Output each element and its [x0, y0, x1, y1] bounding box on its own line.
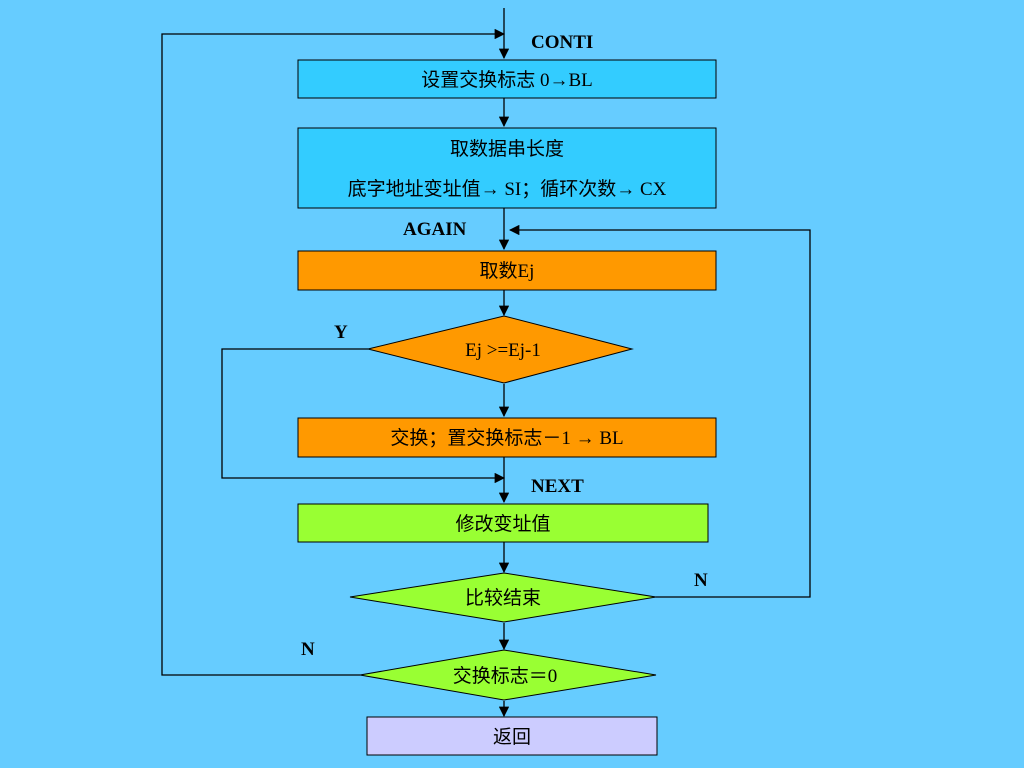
modify-addr-box	[297, 503, 709, 543]
set-flag-box	[297, 59, 717, 99]
swap-text: 交换；置交换标志－1 → BL	[390, 427, 623, 449]
conti-label: CONTI	[531, 32, 593, 53]
yes-branch-line	[221, 348, 506, 484]
compare-end-diamond	[349, 572, 657, 623]
flag-zero-diamond	[359, 649, 657, 701]
set-flag-text: 设置交换标志 0→BL	[421, 69, 593, 91]
get-ej-text: 取数Ej	[480, 260, 535, 282]
return-box	[366, 716, 658, 756]
get-length-text-line2: 底字地址变址值→ SI；循环次数→ CX	[348, 178, 667, 200]
return-text: 返回	[493, 726, 531, 748]
compare-text: Ej >=Ej-1	[465, 340, 541, 361]
modify-addr-text: 修改变址值	[455, 513, 550, 535]
yes-label: Y	[334, 322, 348, 343]
get-length-box	[297, 127, 717, 209]
compare-diamond	[367, 315, 634, 384]
get-length-text-line1: 取数据串长度	[450, 138, 564, 160]
again-label: AGAIN	[403, 219, 467, 240]
compare-end-text: 比较结束	[465, 587, 541, 609]
no-end-label: N	[694, 570, 708, 591]
no-flag-label: N	[301, 639, 315, 660]
next-label: NEXT	[531, 476, 584, 497]
swap-box	[297, 417, 717, 458]
no-flag-loop-line	[161, 28, 506, 676]
get-ej-box	[297, 250, 717, 291]
flag-zero-text: 交换标志＝0	[453, 665, 558, 687]
no-end-loop-line	[508, 224, 811, 598]
